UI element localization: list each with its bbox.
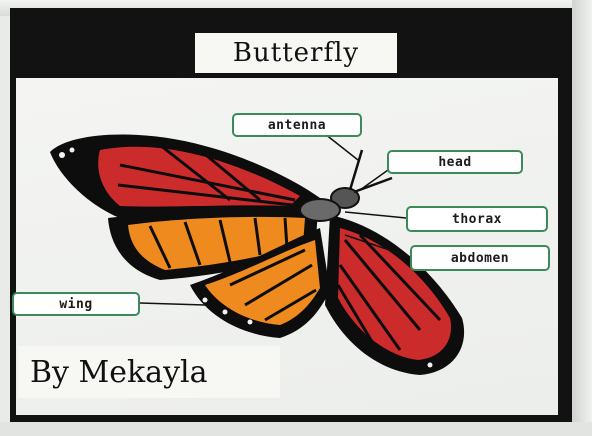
thorax-label-text: thorax xyxy=(452,212,502,227)
butterfly-thorax xyxy=(300,199,340,221)
thorax-label: thorax xyxy=(406,206,548,232)
head-label-text: head xyxy=(438,155,471,170)
poster-title-card: Butterfly xyxy=(195,33,397,73)
wing-label: wing xyxy=(12,292,140,316)
wall-background-bottom xyxy=(0,422,592,436)
poster-title: Butterfly xyxy=(233,38,359,68)
abdomen-label: abdomen xyxy=(410,245,550,271)
abdomen-label-text: abdomen xyxy=(451,251,509,266)
antenna-label: antenna xyxy=(232,113,362,137)
author-byline-text: By Mekayla xyxy=(30,355,208,390)
antenna-label-text: antenna xyxy=(268,118,326,133)
author-byline: By Mekayla xyxy=(18,346,280,398)
head-label: head xyxy=(387,150,523,174)
wing-label-text: wing xyxy=(59,297,92,312)
